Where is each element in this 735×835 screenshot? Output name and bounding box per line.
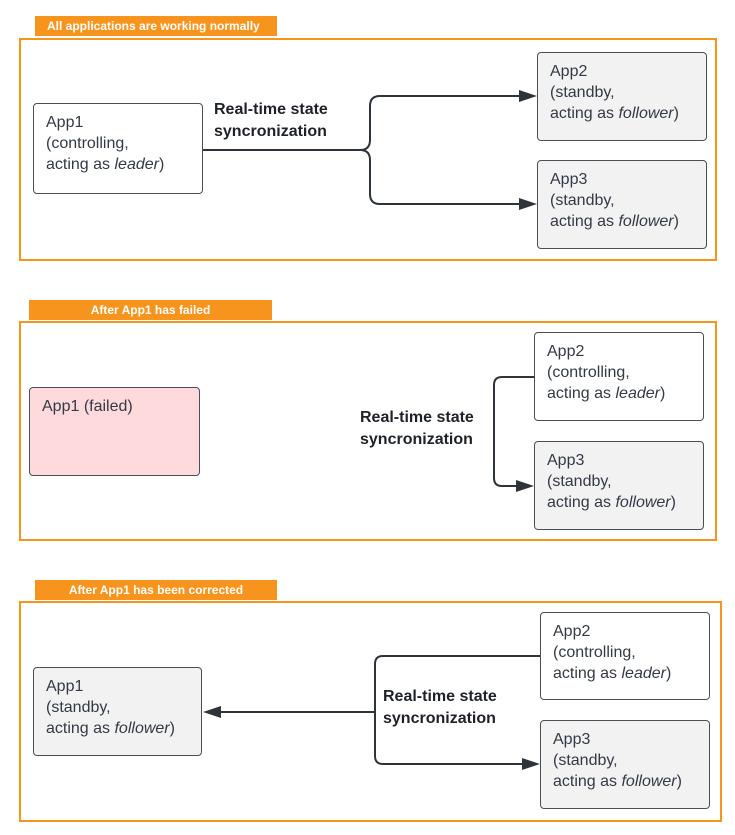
app2-role: leader — [621, 665, 666, 682]
app3-name: App3 — [547, 452, 585, 469]
scenario-3-title-tab: After App1 has been corrected — [35, 580, 277, 600]
scenario-2-sync-connector — [493, 376, 534, 487]
scenario-1-title: All applications are working normally — [47, 19, 260, 33]
scenario-1-arrowhead-app3 — [519, 198, 537, 210]
app2-role-line: acting as leader) — [547, 385, 666, 402]
scenario-2-title: After App1 has failed — [90, 303, 211, 317]
app3-state: (standby, — [547, 473, 612, 490]
app1-role-line: acting as follower) — [46, 720, 175, 737]
app3-state: (standby, — [550, 192, 615, 209]
scenario-2-title-tab: After App1 has failed — [29, 300, 272, 320]
app3-state: (standby, — [553, 752, 618, 769]
scenario-1-arrowhead-app2 — [519, 90, 537, 102]
app2-role: leader — [615, 385, 660, 402]
scenario-1-title-tab: All applications are working normally — [35, 16, 277, 36]
scenario-3-sync-label: Real-time state syncronization — [383, 688, 497, 727]
app2-name: App2 — [553, 623, 591, 640]
app3-role: follower — [621, 773, 677, 790]
app2-name: App2 — [547, 343, 585, 360]
scenario-2-sync-label: Real-time state syncronization — [360, 409, 474, 448]
app2-role-line: acting as follower) — [550, 105, 679, 122]
app1-name: App1 — [46, 678, 84, 695]
scenario-3-app2-node: App2 (controlling, acting as leader) — [540, 612, 710, 700]
scenario-2-app2-node: App2 (controlling, acting as leader) — [534, 332, 704, 421]
app3-role-line: acting as follower) — [550, 213, 679, 230]
scenario-1-app3-node: App3 (standby, acting as follower) — [537, 160, 707, 249]
app2-state: (controlling, — [553, 644, 636, 661]
app2-role-line: acting as leader) — [553, 665, 672, 682]
app1-role: leader — [114, 156, 159, 173]
app3-role-line: acting as follower) — [553, 773, 682, 790]
app1-state: (controlling, — [46, 135, 129, 152]
app1-role: follower — [114, 720, 170, 737]
app3-role-line: acting as follower) — [547, 494, 676, 511]
scenario-3-arrowhead-app1 — [203, 706, 221, 718]
scenario-2-arrowhead-app3 — [516, 480, 534, 492]
scenario-3-title: After App1 has been corrected — [68, 583, 244, 597]
scenario-3-app1-node: App1 (standby, acting as follower) — [33, 667, 202, 756]
app3-name: App3 — [553, 731, 591, 748]
scenario-1-app2-node: App2 (standby, acting as follower) — [537, 52, 707, 141]
app1-role-line: acting as leader) — [46, 156, 165, 173]
scenario-2-app1-failed-node: App1 (failed) — [29, 387, 200, 476]
app3-role: follower — [615, 494, 671, 511]
app2-name: App2 — [550, 63, 588, 80]
app2-state: (controlling, — [547, 364, 630, 381]
scenario-1-app1-node: App1 (controlling, acting as leader) — [33, 103, 203, 194]
app3-role: follower — [618, 213, 674, 230]
app3-name: App3 — [550, 171, 588, 188]
scenario-1-sync-trunk — [203, 95, 522, 151]
scenario-1-sync-label: Real-time state syncronization — [214, 101, 328, 140]
scenario-2-app3-node: App3 (standby, acting as follower) — [534, 441, 704, 530]
scenario-3-sync-from-app2 — [374, 655, 540, 765]
app1-state: (standby, — [46, 699, 111, 716]
app2-state: (standby, — [550, 84, 615, 101]
scenario-3-app3-node: App3 (standby, acting as follower) — [540, 720, 710, 809]
app1-name: App1 (failed) — [42, 398, 133, 415]
app1-name: App1 — [46, 114, 84, 131]
app2-role: follower — [618, 105, 674, 122]
scenario-1-sync-branch-app3 — [359, 149, 522, 205]
scenario-3-arrowhead-app3 — [522, 758, 540, 770]
